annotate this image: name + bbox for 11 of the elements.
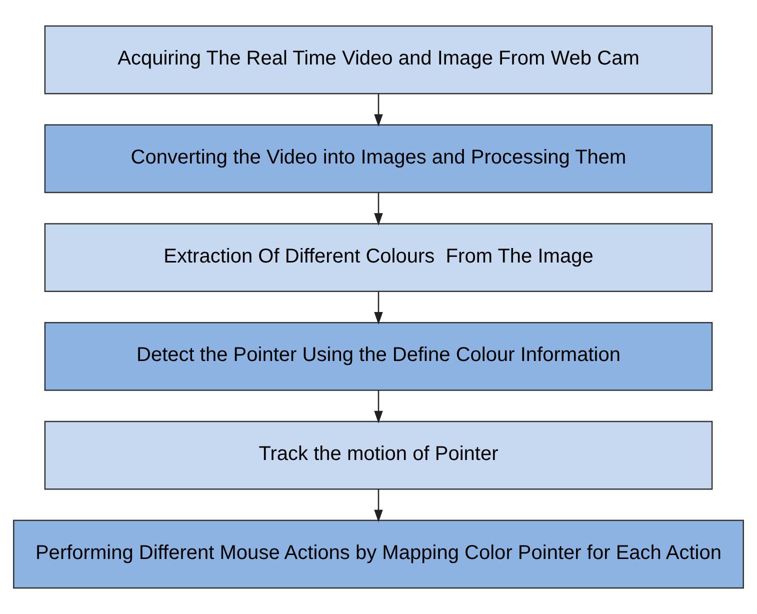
arrow (374, 94, 383, 127)
arrow (374, 291, 383, 324)
node-box: Performing Different Mouse Actions by Mapping Color Pointer for Each Action (13, 520, 744, 589)
arrow (374, 390, 383, 424)
node-box: Extraction Of Different Colours From The Image (44, 223, 713, 292)
node-box: Acquiring The Real Time Video and Image From Web Cam (44, 25, 713, 94)
node-box: Converting the Video into Images and Processing Them (44, 124, 713, 194)
arrow (374, 192, 383, 226)
arrow (374, 489, 383, 522)
node-box: Detect the Pointer Using the Define Colour Information (44, 322, 713, 391)
node-box: Track the motion of Pointer (44, 420, 713, 490)
